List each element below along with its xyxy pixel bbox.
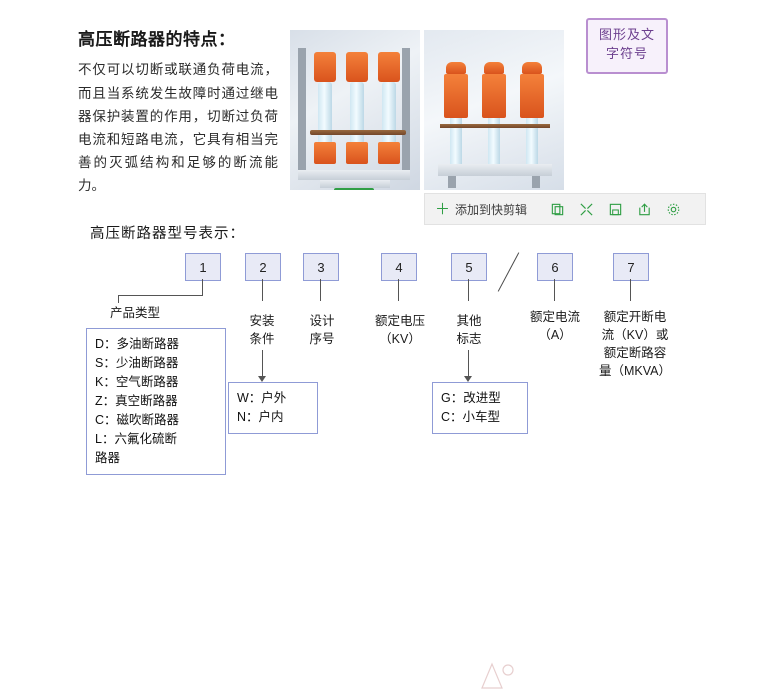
article-body: 不仅可以切断或联通负荷电流，而且当系统发生故障时通过继电器保护装置的作用，切断过… (78, 62, 278, 194)
caption-product-type: 产品类型 (110, 306, 161, 320)
gear-icon[interactable] (663, 199, 683, 219)
caption-rated-current: 额定电流 （A） (529, 310, 580, 343)
caption-install-condition: 安装 条件 (249, 314, 275, 347)
breaker-photo-right (424, 30, 564, 190)
install-condition-list: W：户外 N：户内 (228, 382, 318, 434)
product-type-list: D：多油断路器 S：少油断路器 K：空气断路器 Z：真空断路器 C：磁吹断路器 … (86, 328, 226, 475)
stamp-line-1: 图形及文 (598, 28, 655, 44)
other-mark-list: G：改进型 C：小车型 (432, 382, 528, 434)
save-icon[interactable] (605, 199, 625, 219)
list-item: C：磁吹断路器 (95, 413, 180, 427)
plus-icon: ＋ (435, 200, 451, 218)
numbox-7[interactable]: 7 (613, 253, 649, 281)
list-item: L：六氟化硫断 (95, 432, 177, 446)
share-icon[interactable] (634, 199, 654, 219)
list-item: C：小车型 (441, 410, 501, 424)
stamp-line-2: 字符号 (605, 47, 648, 62)
caption-breaking-capacity: 额定开断电 流（KV）或 额定断路容 量（MKVA） (599, 310, 671, 379)
numbox-1[interactable]: 1 (185, 253, 221, 281)
copy-icon[interactable] (547, 199, 567, 219)
list-item: Z：真空断路器 (95, 394, 178, 408)
caption-other-mark: 其他 标志 (456, 314, 482, 347)
list-item: D：多油断路器 (95, 337, 180, 351)
watermark-logo (478, 658, 518, 692)
list-item: G：改进型 (441, 391, 501, 405)
numbox-2[interactable]: 2 (245, 253, 281, 281)
stamp-badge: 图形及文 字符号 (586, 18, 668, 74)
caption-design-serial: 设计 序号 (309, 314, 335, 347)
add-to-clip-button[interactable]: ＋ 添加到快剪辑 (425, 194, 537, 224)
expand-icon[interactable] (576, 199, 596, 219)
list-item: N：户内 (237, 410, 284, 424)
diagram-heading: 高压断路器型号表示： (90, 226, 245, 242)
list-item: S：少油断路器 (95, 356, 179, 370)
diagram-slash (497, 252, 520, 292)
list-item: W：户外 (237, 391, 287, 405)
numbox-6[interactable]: 6 (537, 253, 573, 281)
numbox-4[interactable]: 4 (381, 253, 417, 281)
caption-rated-voltage: 额定电压 （KV） (374, 314, 425, 347)
list-item: K：空气断路器 (95, 375, 179, 389)
article-text-block: 高压断路器的特点： 不仅可以切断或联通负荷电流，而且当系统发生故障时通过继电器保… (78, 30, 278, 198)
breaker-photo-left (290, 30, 420, 190)
model-code-diagram: 1 2 3 4 5 6 7 产品类型 安装 条件 设计 序号 额定电压 （KV）… (0, 240, 765, 689)
list-item: 路器 (95, 451, 121, 465)
page-title: 高压断路器的特点： (78, 30, 236, 49)
numbox-3[interactable]: 3 (303, 253, 339, 281)
add-to-clip-label: 添加到快剪辑 (455, 202, 528, 217)
numbox-5[interactable]: 5 (451, 253, 487, 281)
image-toolbar[interactable]: ＋ 添加到快剪辑 (424, 193, 706, 225)
